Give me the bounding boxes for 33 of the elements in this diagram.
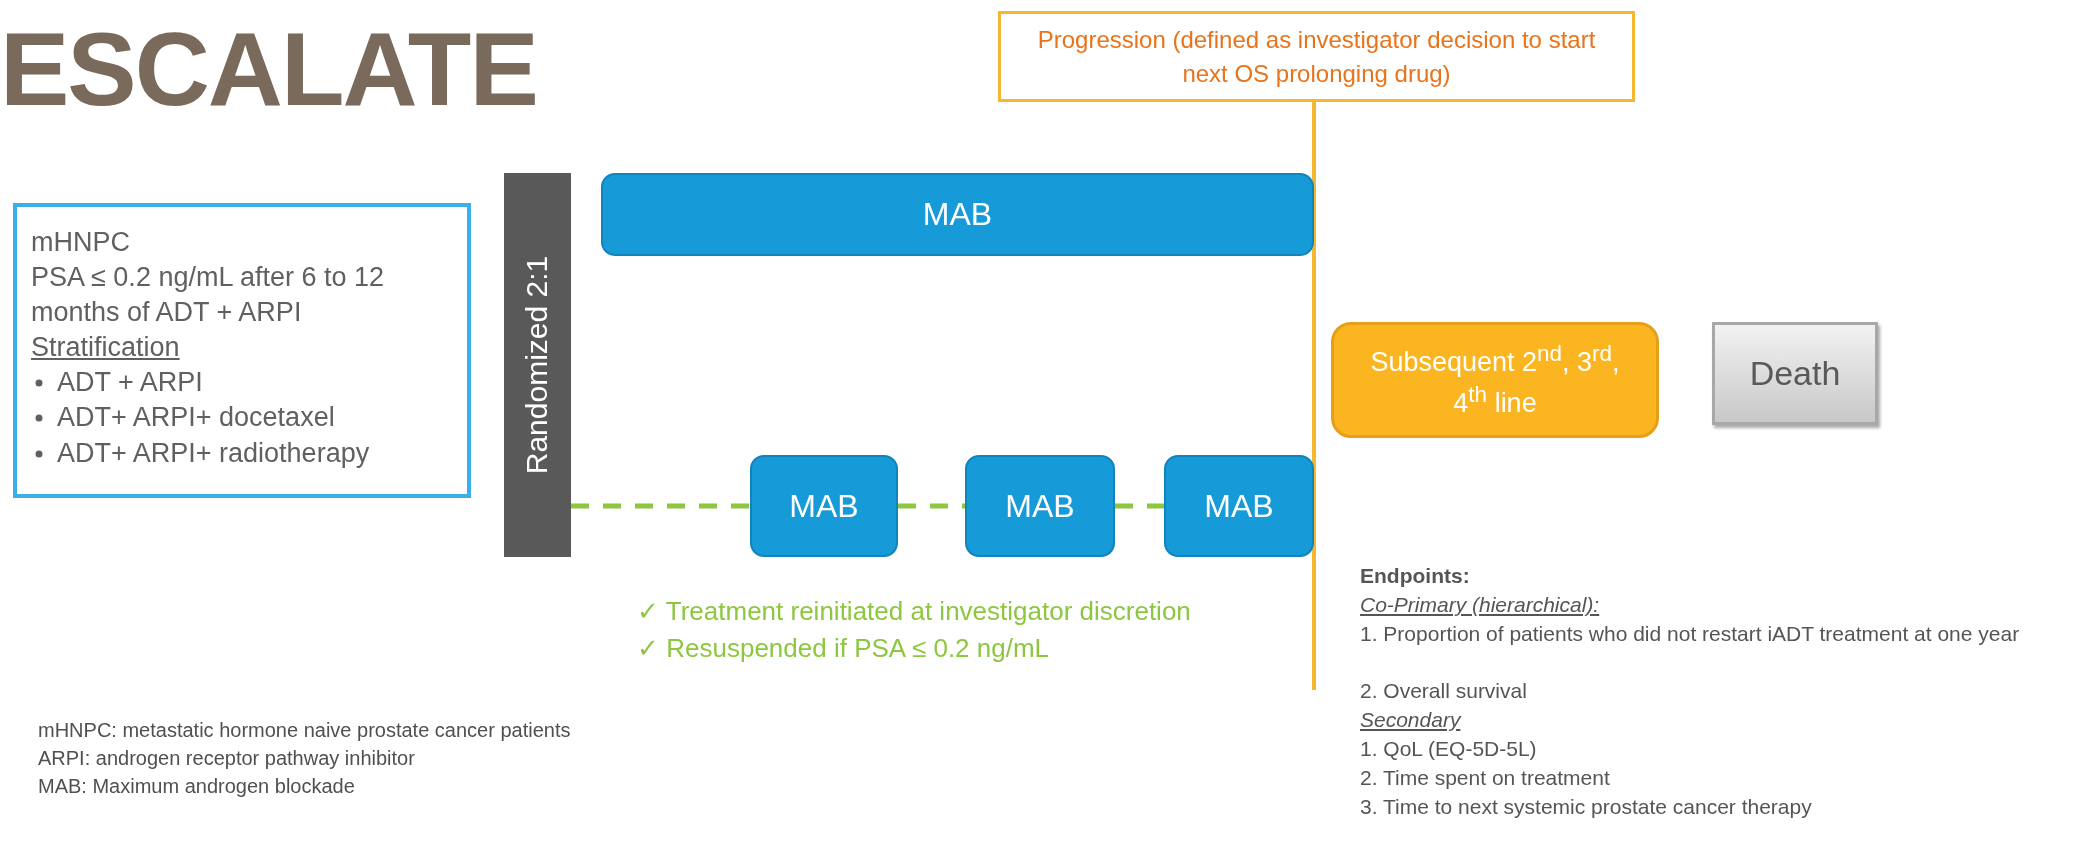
endpoint-text: 1. Proportion of patients who did not restart iADT treatment at one year (1360, 621, 2021, 647)
endpoint-text: 2. Overall survival (1360, 678, 1527, 704)
abbreviation-text: MAB: Maximum androgen blockade (38, 774, 355, 799)
treatment-bar: MAB (965, 455, 1115, 557)
criteria-text: PSA ≤ 0.2 ng/mL after 6 to 12 months of ADT + ARPI (31, 261, 386, 330)
treatment-bar: MAB (601, 173, 1314, 256)
section-heading: Stratification (31, 331, 181, 365)
endpoint-text: 2. Time spent on treatment (1360, 765, 1610, 791)
eligibility-box (13, 203, 471, 498)
randomization-bar: Randomized 2:1 (504, 173, 571, 557)
treatment-bar: MAB (750, 455, 898, 557)
progression-line (1312, 102, 1316, 690)
endpoint-text: 1. QoL (EQ-5D-5L) (1360, 736, 1537, 762)
bullet-item: ADT + ARPI (31, 365, 453, 401)
section-heading: Co-Primary (hierarchical): (1360, 592, 1600, 618)
section-heading: Endpoints: (1360, 563, 1470, 589)
therapy-box: Subsequent 2$^{nd}$, 3$^{rd}$, 4$^{th}$ line (1331, 322, 1659, 438)
dashed-connector (571, 503, 750, 509)
progression-box: Progression (defined as investigator decision to start next OS prolonging drug) (998, 11, 1635, 102)
abbreviation-text: mHNPC: metastatic hormone naive prostate cancer patients (38, 718, 571, 743)
heading: mHNPC (31, 226, 131, 259)
bullet-item: ADT+ ARPI+ docetaxel (31, 400, 453, 436)
note-text: ✓ Treatment reinitiated at investigator discretion (637, 595, 1191, 628)
outcome-box: Death (1712, 322, 1878, 425)
section-heading: Secondary (1360, 707, 1461, 733)
bullet-item: ADT+ ARPI+ radiotherapy (31, 435, 453, 471)
dashed-connector (898, 503, 965, 509)
abbreviation-text: ARPI: androgen receptor pathway inhibitor (38, 746, 415, 771)
endpoint-text: 3. Time to next systemic prostate cancer therapy (1360, 794, 1812, 820)
dashed-connector (1115, 503, 1164, 509)
note-text: ✓ Resuspended if PSA ≤ 0.2 ng/mL (637, 632, 1050, 665)
diagram-title: ESCALATE (0, 12, 537, 127)
treatment-bar: MAB (1164, 455, 1314, 557)
